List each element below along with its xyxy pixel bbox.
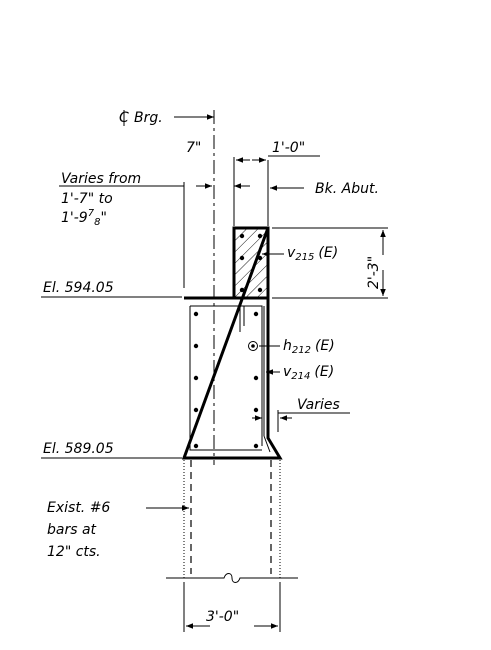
exist-bars-line3: 12" cts. bbox=[47, 544, 101, 560]
dim-7in-label: 7" bbox=[186, 140, 201, 156]
abutment-outline bbox=[181, 227, 283, 460]
dim-3ft-label: 3'-0" bbox=[206, 609, 239, 625]
rebar-cage bbox=[189, 305, 263, 451]
el-upper-label: El. 594.05 bbox=[43, 280, 114, 296]
v214-label: v214(E) bbox=[283, 364, 334, 382]
el-lower-label: El. 589.05 bbox=[43, 441, 114, 457]
bk-abut-label: Bk. Abut. bbox=[315, 181, 379, 197]
cl-brg-label: Brg. bbox=[134, 110, 163, 126]
range-low-label: 1'-7" to bbox=[61, 191, 113, 207]
varies-from-label: Varies from bbox=[61, 171, 141, 187]
range-high-label: 1'-978" bbox=[61, 208, 107, 228]
exist-bars-line1: Exist. #6 bbox=[47, 500, 110, 516]
varies-label: Varies bbox=[297, 397, 340, 413]
dim-2ft3-label: 2'-3" bbox=[366, 256, 382, 289]
v215-label: v215(E) bbox=[287, 245, 338, 263]
h212-label: h212(E) bbox=[283, 338, 335, 356]
break-line bbox=[166, 573, 298, 583]
stem-rebar-dots bbox=[193, 311, 259, 449]
h212-bar-symbol bbox=[248, 341, 258, 351]
exist-bars-line2: bars at bbox=[47, 522, 97, 538]
dim-1ft-label: 1'-0" bbox=[272, 140, 305, 156]
centerline-symbol-icon: C bbox=[119, 110, 129, 126]
